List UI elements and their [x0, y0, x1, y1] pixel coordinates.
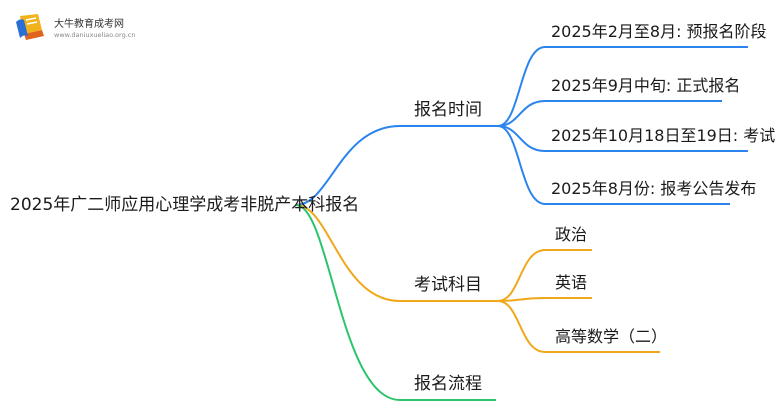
- logo-name: 大牛教育成考网: [54, 19, 124, 30]
- leaf-time-1: 2025年2月至8月: 预报名阶段: [551, 22, 767, 41]
- connector-root-process: [295, 204, 401, 401]
- leaf-time-2: 2025年9月中旬: 正式报名: [551, 76, 741, 95]
- mindmap-connectors: [295, 46, 748, 401]
- connector-time-2: [497, 100, 546, 127]
- book-logo-icon: [16, 14, 44, 40]
- leaf-subject-1: 政治: [555, 225, 588, 244]
- leaf-time-4: 2025年8月份: 报考公告发布: [551, 179, 757, 198]
- connector-subj-3: [497, 300, 546, 353]
- site-logo: 大牛教育成考网 www.daniuxueliao.org.cn: [14, 12, 144, 46]
- leaf-time-3: 2025年10月18日至19日: 考试: [551, 126, 775, 145]
- leaf-subject-3: 高等数学（二）: [555, 327, 668, 346]
- connector-subj-1: [497, 249, 546, 302]
- root-topic: 2025年广二师应用心理学成考非脱产本科报名: [10, 195, 360, 215]
- branch-exam-subjects: 考试科目: [414, 275, 482, 295]
- connector-root-subjects: [295, 204, 401, 302]
- connector-time-1: [497, 46, 546, 127]
- logo-url: www.daniuxueliao.org.cn: [54, 31, 136, 39]
- connector-root-time: [295, 125, 401, 206]
- connector-time-4: [497, 125, 546, 205]
- leaf-subject-2: 英语: [555, 273, 588, 292]
- branch-registration-process: 报名流程: [414, 374, 482, 394]
- branch-registration-time: 报名时间: [414, 100, 482, 120]
